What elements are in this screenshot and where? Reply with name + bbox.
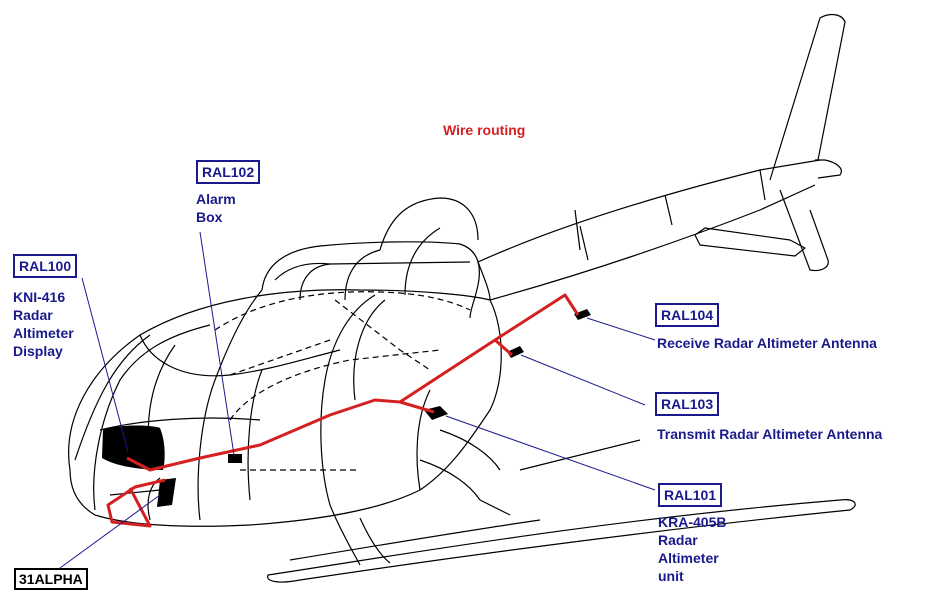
ral101-desc-2: Radar — [658, 532, 698, 548]
ral103-label: RAL103 — [655, 392, 720, 416]
leader-ral104 — [586, 317, 656, 341]
ral100-desc-1: KNI-416 — [13, 289, 66, 305]
nose-unit-shape — [157, 478, 176, 507]
ral100-label: RAL100 — [13, 254, 78, 278]
diagram-title: Wire routing — [443, 122, 526, 138]
display-unit-shape — [102, 425, 165, 470]
ral101-desc-1: KRA-405B — [658, 514, 727, 530]
ral100-desc-4: Display — [13, 343, 63, 359]
leader-ral102 — [199, 231, 235, 456]
kra-unit-shape — [424, 406, 448, 420]
horizontal-stabilizer — [694, 227, 806, 257]
tail-boom — [477, 159, 821, 263]
leader-ral100 — [81, 277, 129, 453]
leader-lines — [59, 231, 656, 569]
wire-route-nose — [106, 478, 166, 528]
ral101-desc-4: unit — [658, 568, 684, 584]
leader-ral103 — [520, 354, 646, 406]
left-skid — [267, 499, 856, 583]
ral102-desc-2: Box — [196, 209, 223, 225]
fuselage-outline — [68, 289, 502, 527]
ral104-label: RAL104 — [655, 303, 720, 327]
ral102-desc-1: Alarm — [196, 191, 236, 207]
ral100-desc-2: Radar — [13, 307, 53, 323]
wire-route-main — [126, 398, 435, 472]
leader-ral101 — [445, 415, 656, 491]
alarm-box-shape — [228, 454, 242, 463]
ral101-desc-3: Altimeter — [658, 550, 719, 566]
ral103-desc: Transmit Radar Altimeter Antenna — [657, 426, 883, 442]
ral101-label: RAL101 — [658, 483, 723, 507]
wire-route-antennas — [399, 293, 580, 404]
leader-31alpha — [59, 494, 161, 569]
engine-cowling — [261, 241, 481, 319]
tail-fin — [769, 13, 846, 181]
ral102-label: RAL102 — [196, 160, 261, 184]
drawing-tag: 31ALPHA — [14, 568, 88, 590]
helicopter-outline — [68, 13, 856, 583]
receive-antenna-shape — [574, 309, 591, 320]
ral104-desc: Receive Radar Altimeter Antenna — [657, 335, 877, 351]
ral100-desc-3: Altimeter — [13, 325, 74, 341]
